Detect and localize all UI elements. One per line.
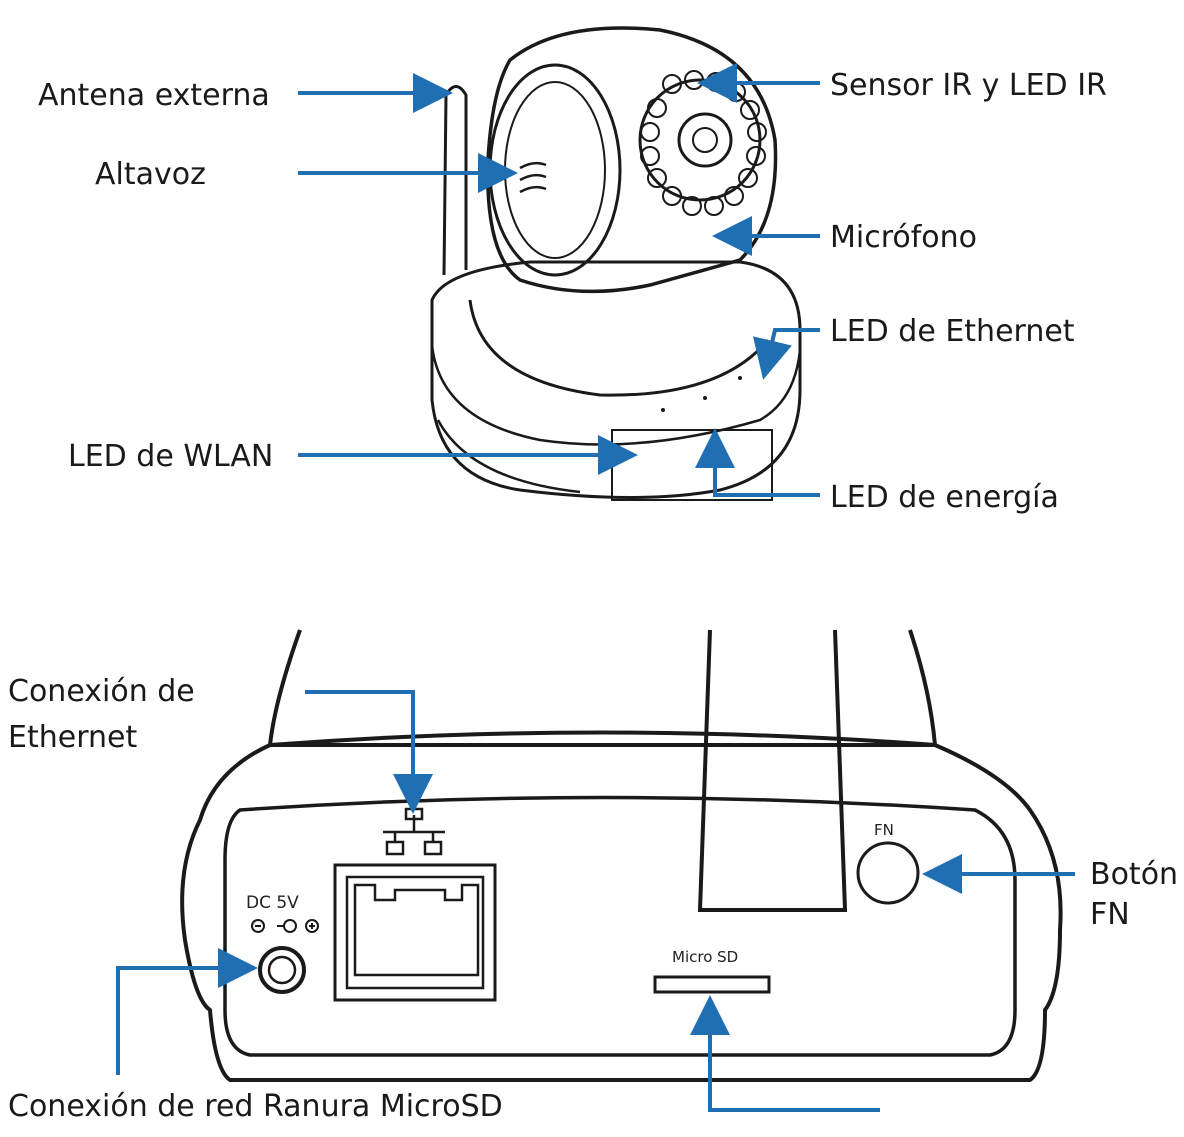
arrow-microsd: [690, 995, 880, 1112]
fn-marking: FN: [874, 821, 894, 839]
callout-arrows: [116, 63, 1075, 1112]
camera-back-illustration: [180, 629, 1063, 1082]
arrow-ethernet-led: [752, 328, 820, 380]
camera-front-illustration: [430, 26, 802, 501]
label-ethernet-port-line2: Ethernet: [8, 720, 137, 755]
label-bottom-caption: Conexión de red Ranura MicroSD: [8, 1089, 503, 1124]
label-wlan-led: LED de WLAN: [68, 439, 273, 474]
label-ir-sensor-led: Sensor IR y LED IR: [830, 68, 1107, 103]
arrow-power-led: [695, 428, 820, 497]
dc-5v-marking: DC 5V: [246, 893, 299, 913]
arrow-dc-jack: [116, 948, 258, 1075]
label-external-antenna: Antena externa: [38, 78, 270, 113]
label-power-led: LED de energía: [830, 480, 1059, 515]
label-speaker: Altavoz: [95, 157, 206, 192]
label-microphone: Micrófono: [830, 220, 977, 255]
microsd-marking: Micro SD: [672, 948, 738, 966]
label-fn-button-line2: FN: [1090, 897, 1130, 932]
label-fn-button-line1: Botón: [1090, 857, 1178, 892]
label-ethernet-port-line1: Conexión de: [8, 674, 195, 709]
arrow-ethernet-port: [305, 690, 433, 814]
label-ethernet-led: LED de Ethernet: [830, 314, 1075, 349]
